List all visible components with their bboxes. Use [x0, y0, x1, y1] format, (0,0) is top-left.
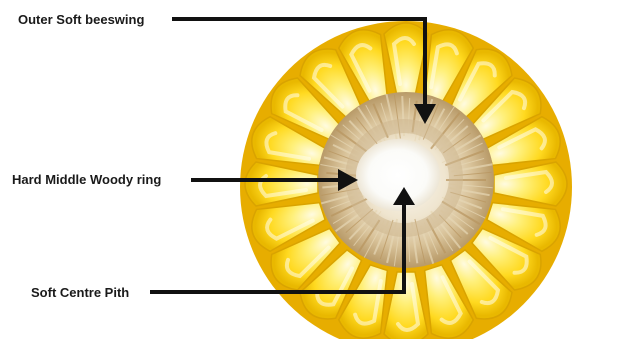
label-soft-centre-pith: Soft Centre Pith — [31, 286, 129, 299]
label-hard-middle-woody-ring: Hard Middle Woody ring — [12, 173, 161, 186]
label-outer-soft-beeswing: Outer Soft beeswing — [18, 13, 144, 26]
